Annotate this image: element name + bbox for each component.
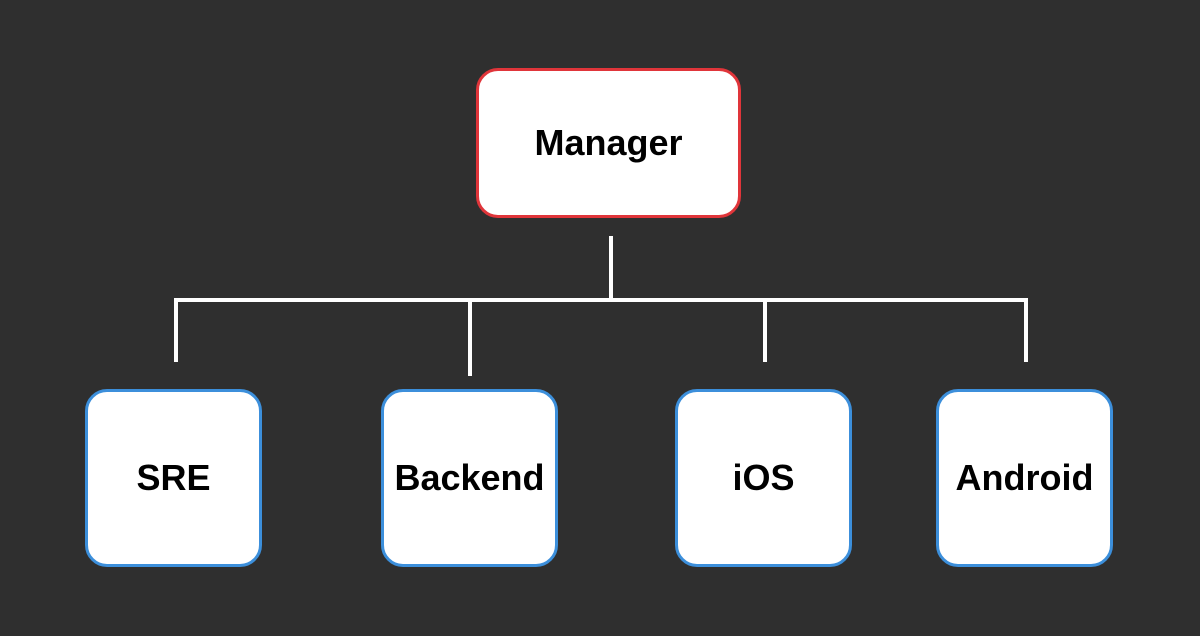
node-backend-label: Backend: [394, 457, 545, 498]
node-ios: iOS: [675, 389, 852, 567]
node-sre-label: SRE: [136, 457, 211, 498]
node-backend: Backend: [381, 389, 558, 567]
node-sre: SRE: [85, 389, 262, 567]
node-android-label: Android: [955, 457, 1094, 498]
node-manager: Manager: [476, 68, 741, 218]
node-ios-label: iOS: [732, 457, 795, 498]
node-manager-label: Manager: [534, 122, 683, 163]
node-android: Android: [936, 389, 1113, 567]
